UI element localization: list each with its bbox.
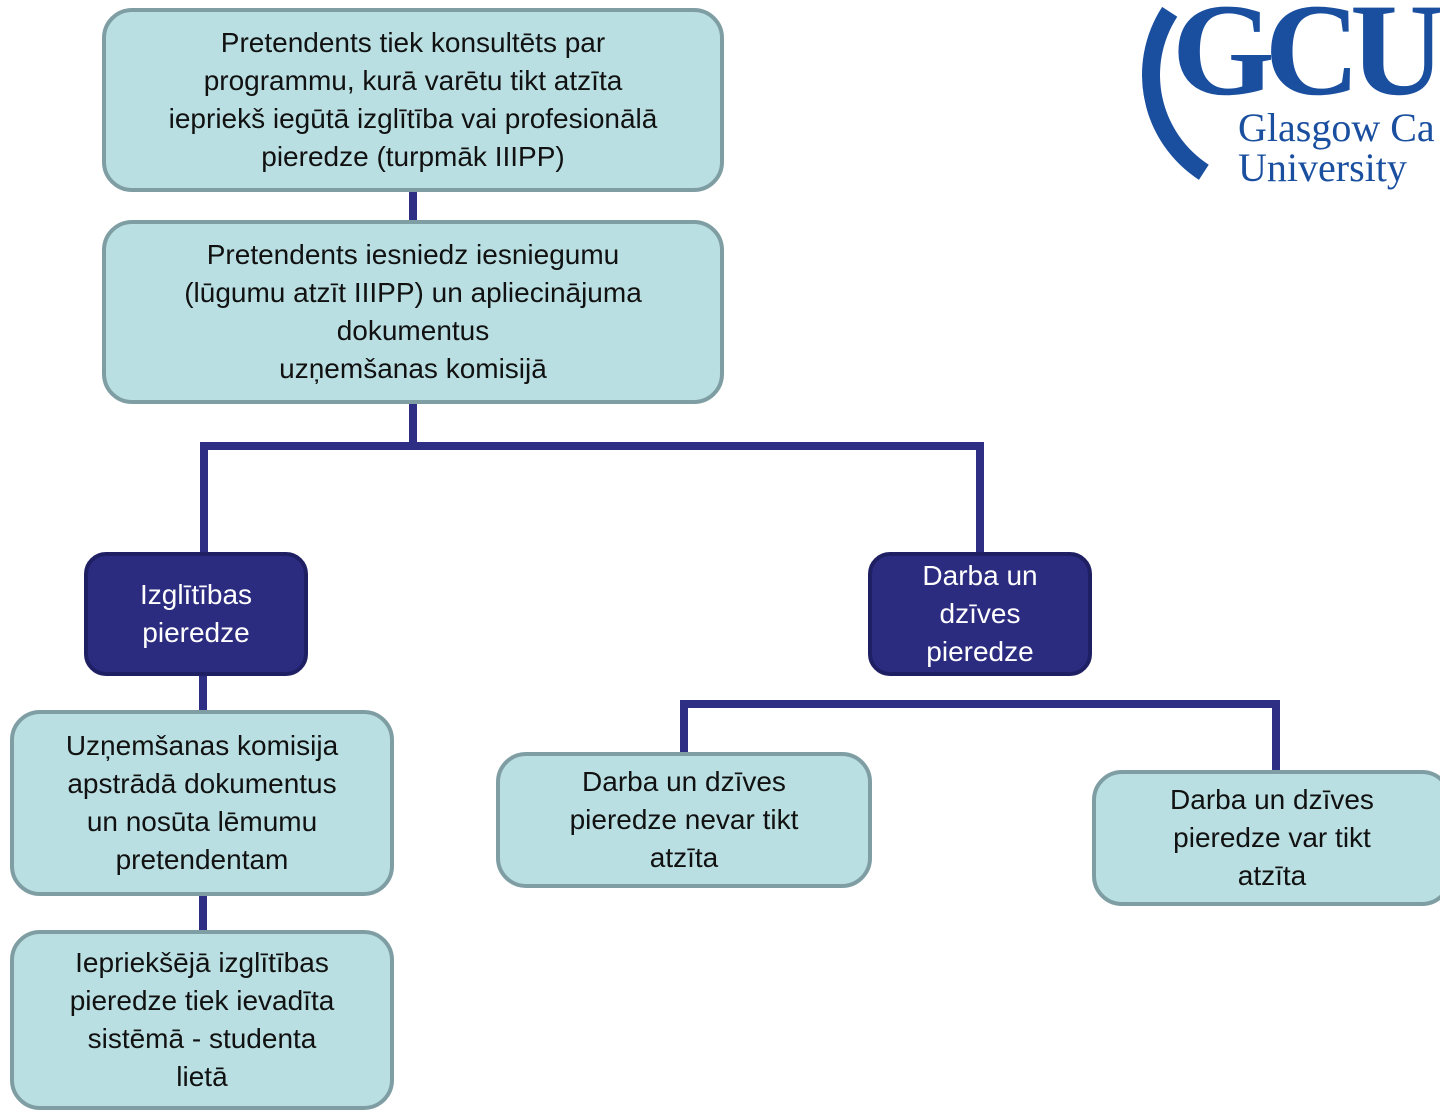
connector-branch-to-education	[200, 442, 208, 554]
node-education-entered: Iepriekšējā izglītības pieredze tiek iev…	[10, 930, 394, 1110]
node-work-can-be-recognized: Darba un dzīves pieredze var tikt atzīta	[1092, 770, 1440, 906]
connector-submit-branch	[409, 402, 417, 446]
connector-work-to-cannot	[680, 700, 688, 754]
connector-education-committee	[199, 674, 207, 712]
connector-work-to-can	[1272, 700, 1280, 772]
connector-committee-entered	[199, 894, 207, 932]
connector-branch-to-work	[976, 442, 984, 554]
logo-mark: GCU	[1172, 0, 1440, 123]
node-work-cannot-be-recognized: Darba un dzīves pieredze nevar tikt atzī…	[496, 752, 872, 888]
node-education-experience: Izglītības pieredze	[84, 552, 308, 676]
node-submit-application: Pretendents iesniedz iesniegumu (lūgumu …	[102, 220, 724, 404]
connector-branch-horizontal	[200, 442, 984, 450]
gcu-logo: GCU Glasgow Ca University	[1120, 0, 1440, 220]
logo-line-1: Glasgow Ca	[1238, 105, 1435, 150]
node-work-life-experience: Darba un dzīves pieredze	[868, 552, 1092, 676]
node-committee-processes: Uzņemšanas komisija apstrādā dokumentus …	[10, 710, 394, 896]
connector-consult-submit	[409, 190, 417, 222]
logo-line-2: University	[1238, 145, 1407, 190]
connector-work-branch-horizontal	[680, 700, 1280, 708]
node-consultation: Pretendents tiek konsultēts par programm…	[102, 8, 724, 192]
